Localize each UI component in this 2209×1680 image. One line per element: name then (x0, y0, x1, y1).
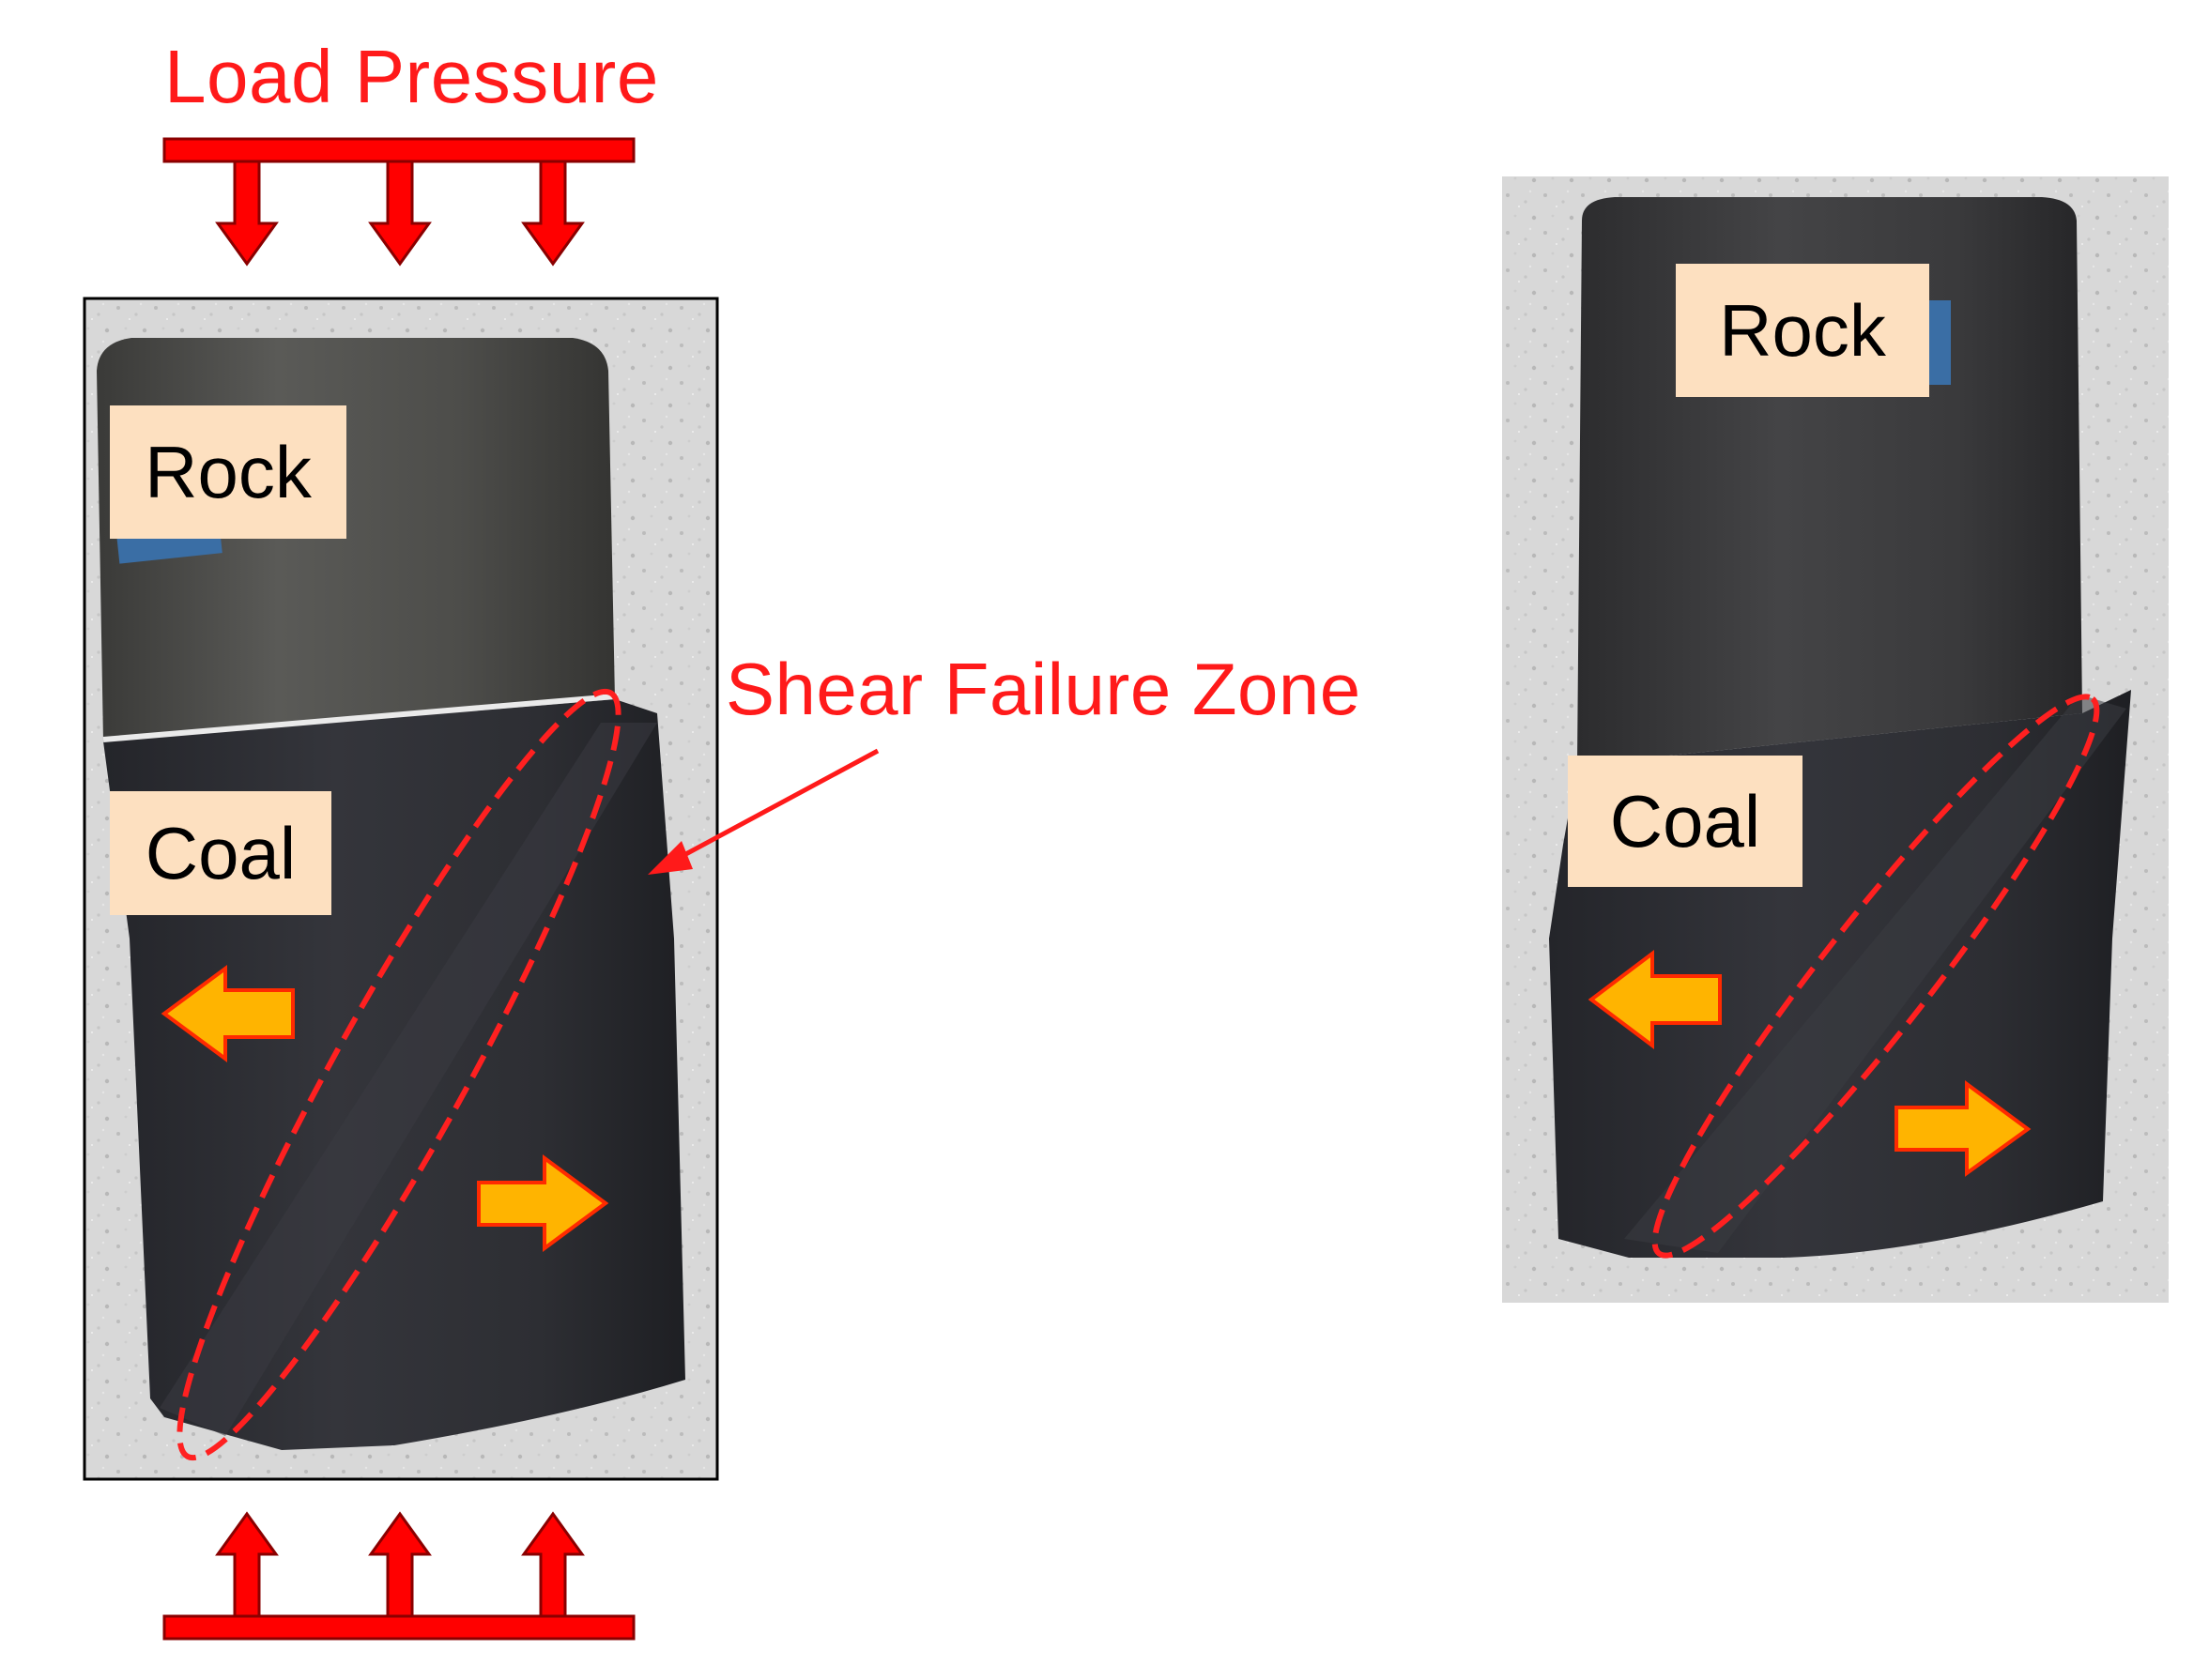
coal-label-left: Coal (110, 791, 331, 915)
load-arrows-bottom (162, 1511, 636, 1641)
shear-arrow-right-specimen-out-left (1588, 949, 1722, 1050)
shear-arrow-left-out (161, 965, 295, 1062)
callout-pointer (648, 748, 880, 875)
shear-arrow-right-out (477, 1154, 609, 1252)
shear-arrow-right-specimen-out-right (1895, 1080, 2032, 1177)
shear-failure-zone-label: Shear Failure Zone (726, 648, 1361, 730)
shear-zone-ellipse-right (1651, 694, 2100, 1259)
load-arrows-top (162, 137, 636, 267)
shear-zone-ellipse-left (176, 688, 621, 1461)
load-pressure-title: Load Pressure (164, 35, 659, 118)
coal-label-right: Coal (1568, 756, 1802, 887)
rock-label-right: Rock (1676, 264, 1929, 397)
rock-label-left: Rock (110, 405, 346, 539)
